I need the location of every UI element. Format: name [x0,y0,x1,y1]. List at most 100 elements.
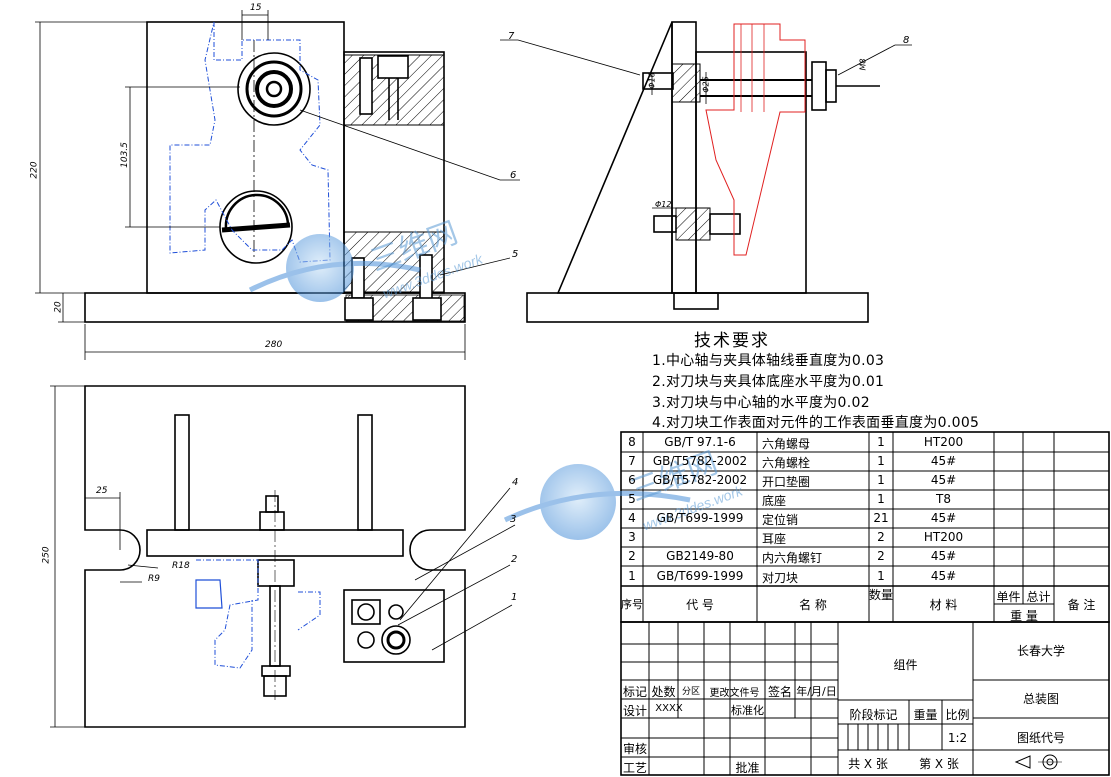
dim-side-m: M8 [858,58,868,71]
dim-top-width: 15 [250,3,262,13]
bom-code: GB/T5782-2002 [652,473,748,487]
bom-material: T8 [936,492,951,506]
callout-3: 3 [510,514,517,525]
tb-sheet-total: 共 X 张 [848,757,888,771]
dim-center-dist: 103.5 [119,142,130,168]
dim-base-thickness: 20 [53,301,64,313]
tb-count: 处数 [651,685,676,699]
bom-header-weight: 重 量 [1010,609,1038,623]
front-support-block [343,51,445,294]
bom-code: GB/T 97.1-6 [664,435,736,449]
tb-sheet-no: 第 X 张 [919,757,959,771]
side-base [526,292,869,323]
dim-side-dia-3: Φ12 [655,200,672,209]
front-view-dims [35,10,520,360]
callout-4: 4 [512,477,519,488]
tb-scale: 比例 [945,708,970,722]
bom-name: 六角螺母 [762,437,811,451]
title-block [620,621,1110,776]
tb-date: 年/月/日 [796,685,837,698]
bom-name: 内六角螺钉 [762,551,823,565]
bom-code: GB/T699-1999 [656,569,744,583]
tb-university: 长春大学 [1016,644,1065,658]
side-rib [556,21,673,294]
front-view [84,21,466,323]
bom-seq: 3 [628,530,636,544]
dim-side-dia-2: Φ25 [701,76,711,93]
bom-seq: 4 [628,511,636,525]
tb-std: 标准化 [731,704,764,717]
tb-scale-value: 1:2 [947,731,968,745]
callout-2: 2 [511,554,518,565]
plan-cutter-block [343,589,445,663]
bom-seq: 6 [628,473,636,487]
bom-header-note: 备 注 [1067,598,1096,612]
dim-slot-r-small: R9 [148,574,160,584]
bom-name: 六角螺栓 [762,456,811,470]
tb-drawing-code: 图纸代号 [1016,731,1065,745]
bom-name: 底座 [762,494,787,508]
callout-8: 8 [903,35,910,46]
tech-req-title: 技术要求 [694,331,770,351]
watermark-logo [248,234,691,540]
tb-change-doc: 更改文件号 [709,688,760,699]
bom-qty: 1 [877,435,885,449]
bom-material: 45# [930,569,957,583]
bom-qty: 1 [877,492,885,506]
callout-6: 6 [510,170,517,181]
bom-header-unit: 单件 [996,590,1021,604]
bom-header-name: 名 称 [799,598,827,612]
bom-material: 45# [930,511,957,525]
tech-req-1: 1.中心轴与夹具体轴线垂直度为0.03 [652,353,885,369]
bom-material: HT200 [923,435,964,449]
tb-process: 工艺 [622,761,647,775]
bom-code: GB2149-80 [666,549,734,563]
bom-name: 开口垫圈 [762,475,811,489]
plan-view [84,385,466,728]
tech-req-3: 3.对刀块与中心轴的水平度为0.02 [652,395,870,411]
tech-req-2: 2.对刀块与夹具体底座水平度为0.01 [652,374,885,390]
bom-code: GB/T699-1999 [656,511,744,525]
callout-5: 5 [512,249,519,260]
dim-plan-height: 250 [41,546,52,564]
tb-sign: 签名 [767,685,792,699]
bom-material: 45# [930,549,957,563]
bom-qty: 1 [877,569,885,583]
dim-side-dia-1: Φ16 [647,72,657,89]
bom-header-seq: 序号 [621,598,643,611]
tb-designer: XXXX [655,703,683,714]
tb-design: 设计 [622,704,647,718]
bom-seq: 2 [628,549,636,563]
plan-view-dims [50,385,516,728]
bom-qty: 1 [877,454,885,468]
bom-material: HT200 [923,530,964,544]
bom-seq: 1 [628,569,636,583]
bom-qty: 2 [877,530,885,544]
bom-qty: 21 [873,511,889,525]
side-view-dims [500,39,912,209]
bom-header-total: 总计 [1026,590,1051,604]
dim-slot-r-large: R18 [172,561,190,571]
tb-mark: 标记 [622,685,647,699]
tb-weight: 重量 [913,708,938,722]
plan-body [84,385,466,728]
side-block [695,51,807,294]
bom-header-code: 代 号 [686,598,714,612]
bom-code: GB/T5782-2002 [652,454,748,468]
side-plate [671,21,697,294]
bom-header-material: 材 料 [929,598,958,612]
callout-7: 7 [508,31,515,42]
bom-header-qty: 数量 [869,588,894,602]
dim-base-width: 280 [265,340,283,350]
bom-material: 45# [930,473,957,487]
tb-stage: 阶段标记 [849,708,898,722]
bom-name: 对刀块 [762,571,799,585]
tb-review: 审核 [622,742,647,756]
bom-seq: 5 [628,492,636,506]
bom-qty: 2 [877,549,885,563]
tech-req-4: 4.对刀块工作表面对元件的工作表面垂直度为0.005 [652,415,980,431]
bom-seq: 7 [628,454,636,468]
tb-approve: 批准 [735,761,760,775]
bom-name: 定位销 [762,513,799,527]
bom-seq: 8 [628,435,636,449]
